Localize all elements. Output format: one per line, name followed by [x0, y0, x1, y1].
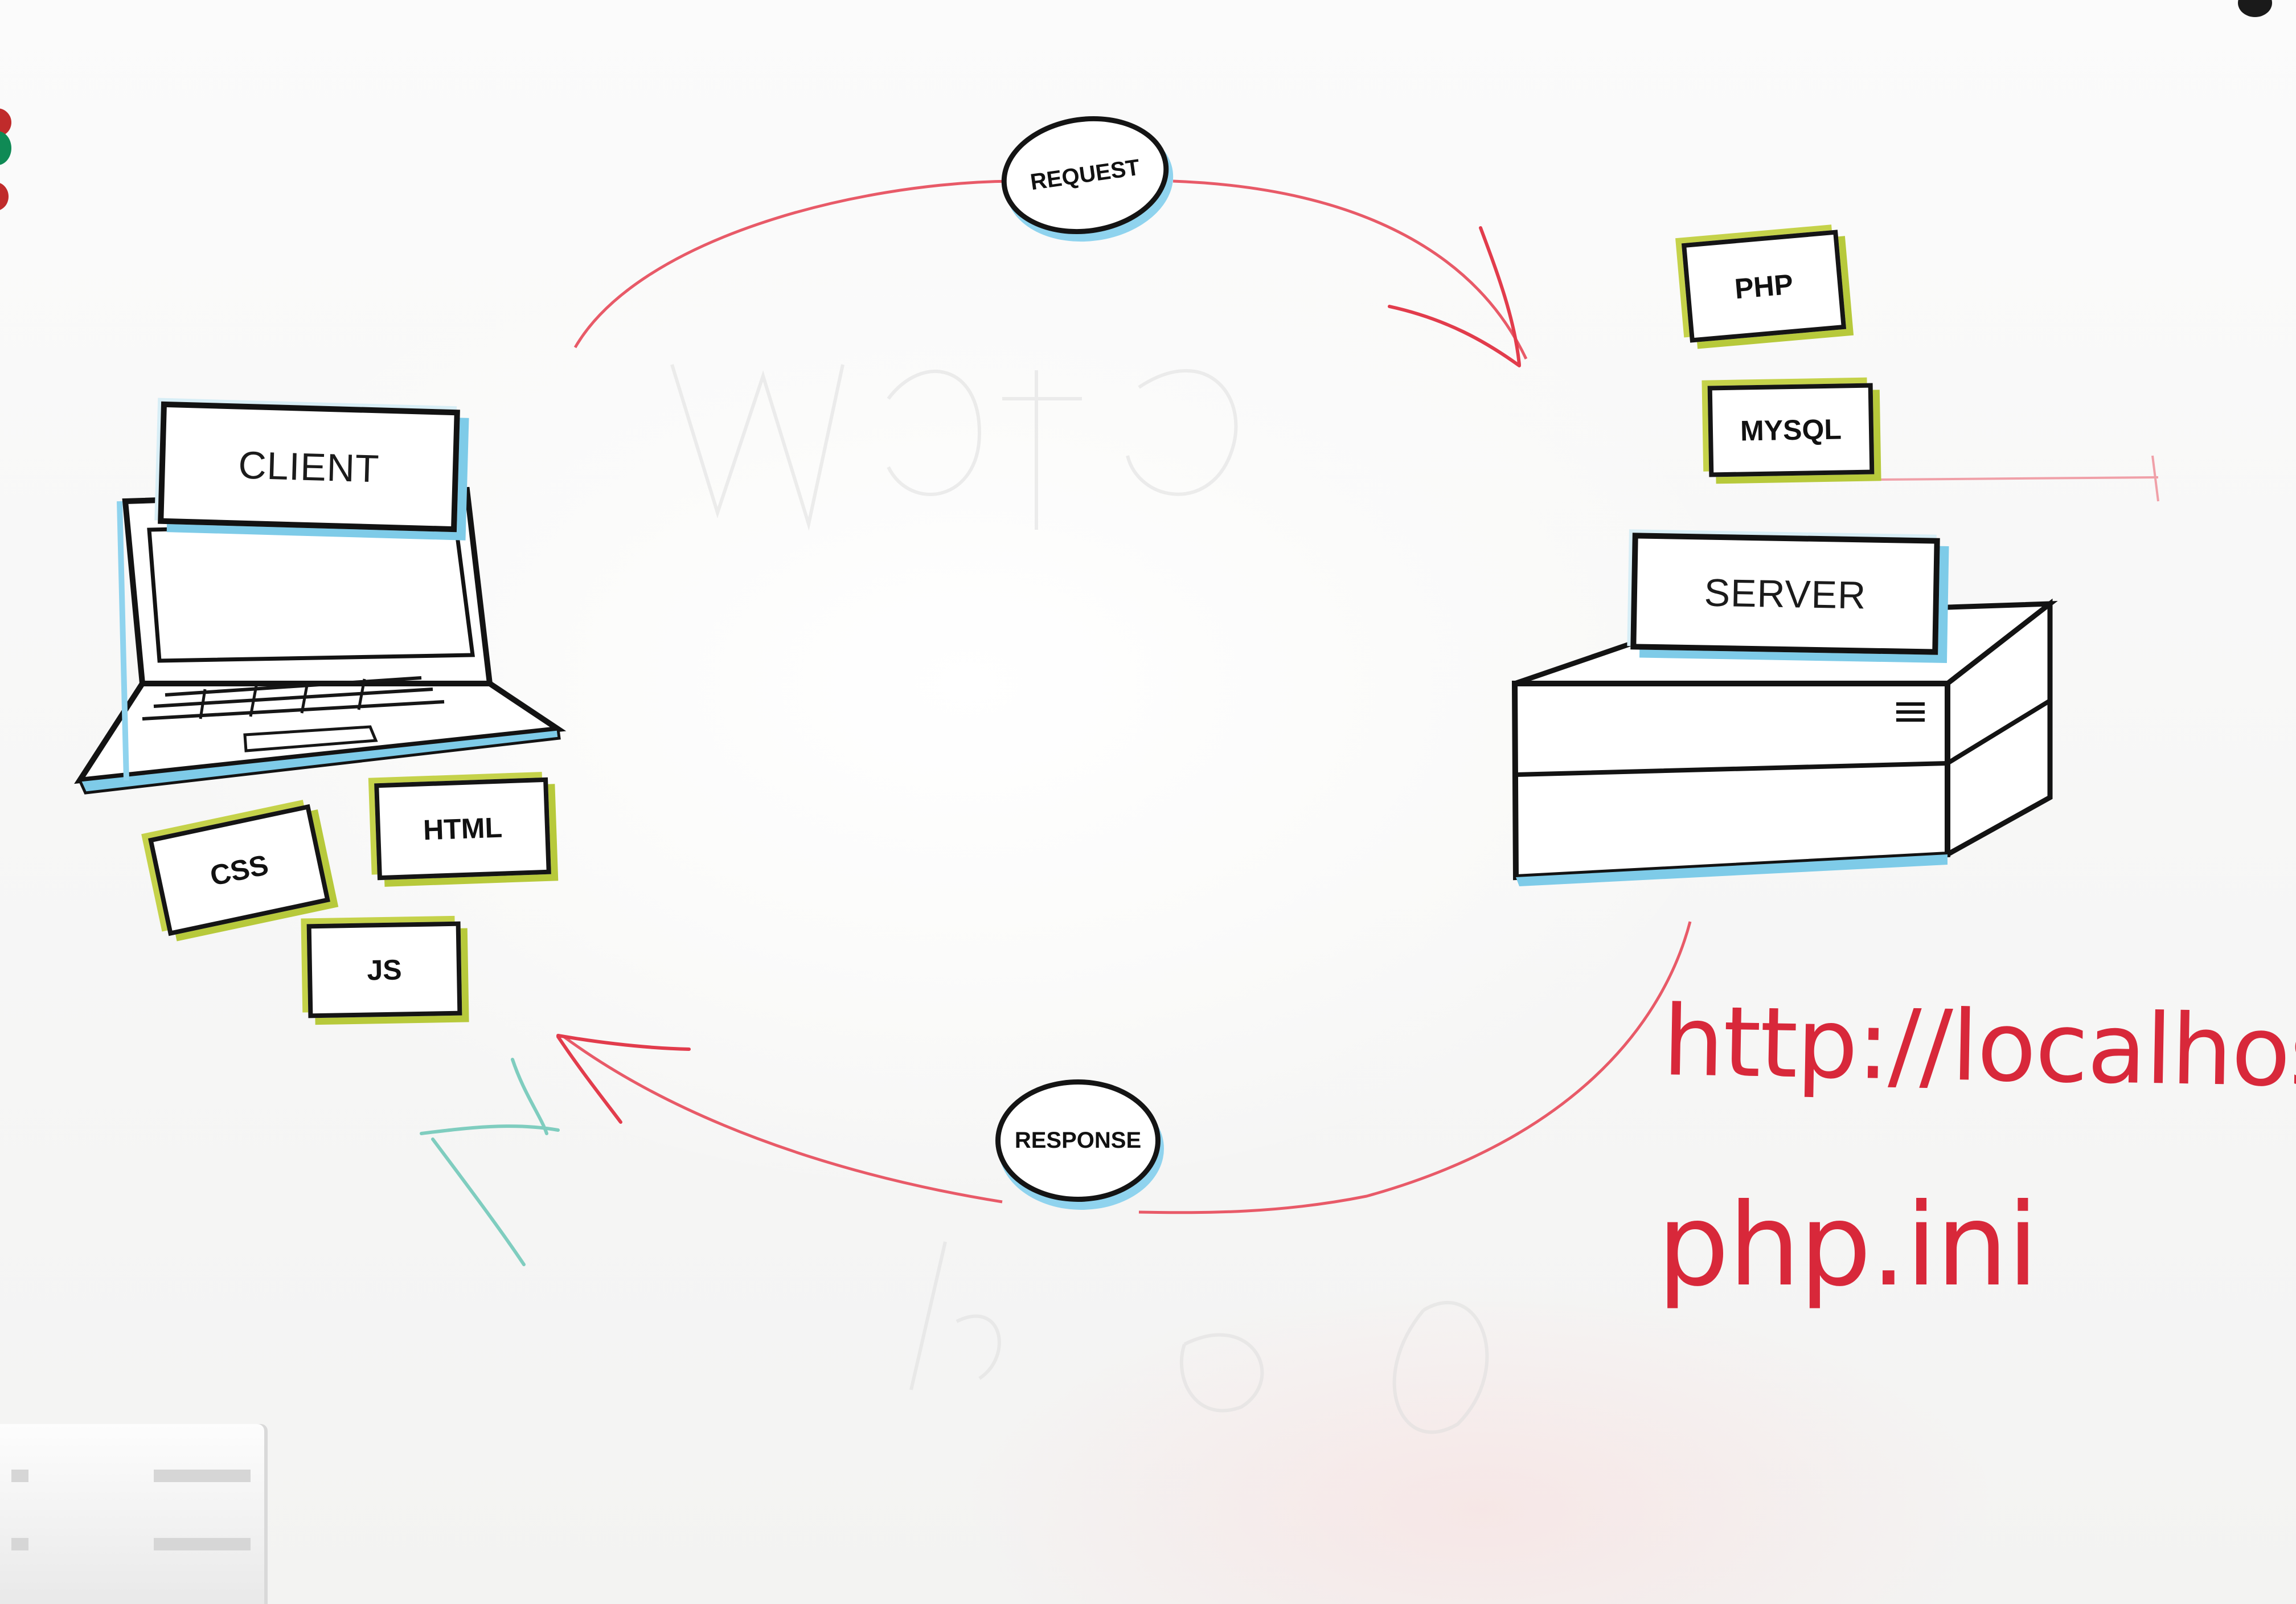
response-arrowhead	[556, 1034, 691, 1124]
tray-slot	[11, 1470, 28, 1482]
response-arrow	[563, 921, 1692, 1214]
tag-php-text: PHP	[1733, 268, 1795, 305]
response-badge: RESPONSE	[995, 1079, 1161, 1202]
tag-js-text: JS	[366, 953, 403, 987]
tag-php: PHP	[1681, 230, 1847, 343]
faint-red-line	[1879, 455, 2159, 502]
tag-html: HTML	[374, 777, 551, 881]
tag-js: JS	[306, 921, 462, 1018]
magnet-red	[0, 182, 9, 211]
tag-mysql: MYSQL	[1707, 383, 1875, 477]
teal-scribble	[420, 1058, 560, 1266]
response-badge-text: RESPONSE	[1014, 1128, 1142, 1153]
tag-css-text: CSS	[207, 848, 272, 892]
tag-mysql-text: MYSQL	[1740, 413, 1842, 447]
handwritten-url: http://localhost	[1662, 985, 2296, 1110]
tag-html-text: HTML	[423, 811, 503, 846]
request-arrowhead	[1388, 226, 1521, 367]
request-badge-text: REQUEST	[1028, 154, 1142, 195]
client-label-text: CLIENT	[237, 443, 380, 490]
laptop-icon	[74, 486, 567, 795]
tray-slot	[11, 1538, 28, 1550]
magnet-green	[0, 131, 11, 165]
client-label: CLIENT	[158, 401, 460, 533]
handwritten-config: php.ini	[1657, 1179, 2039, 1312]
tray-slot	[154, 1470, 251, 1482]
magnet-red	[0, 108, 11, 137]
server-label-text: SERVER	[1704, 571, 1867, 617]
ghost-erased-marks	[670, 364, 1489, 1434]
server-label: SERVER	[1630, 533, 1940, 655]
tray-slot	[154, 1538, 251, 1550]
marker-tray	[0, 1424, 268, 1604]
request-arrow	[573, 179, 1528, 360]
